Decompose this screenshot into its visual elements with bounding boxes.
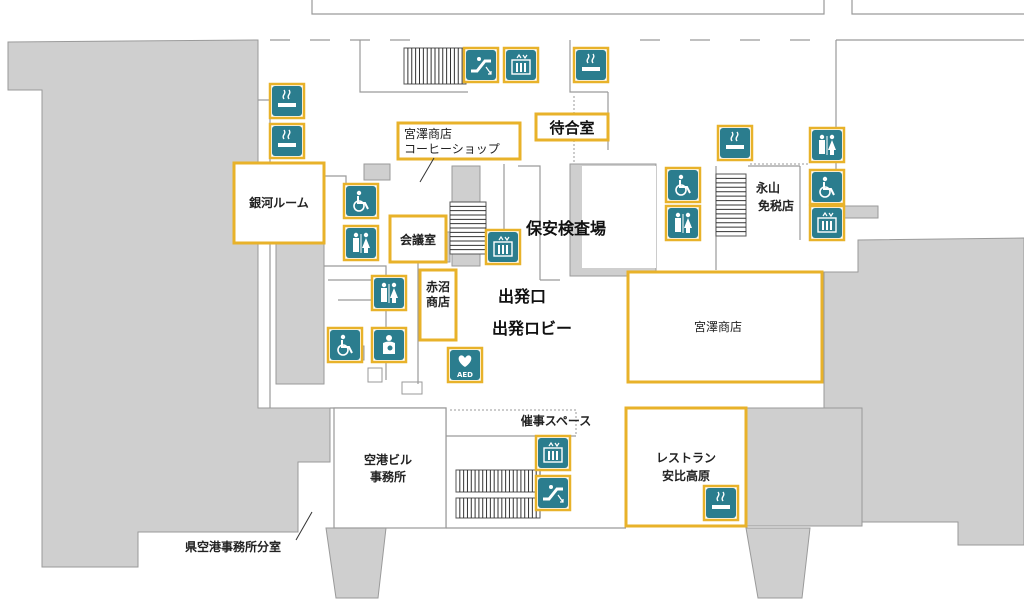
- bottom-pillar-right: [745, 527, 811, 599]
- facility-icons: AED: [268, 46, 846, 522]
- label-machiai: 待合室: [549, 119, 594, 137]
- label-restaurant-1: レストラン: [656, 451, 716, 465]
- label-restaurant-2: 安比高原: [662, 468, 710, 483]
- escalator-icon: [462, 46, 500, 84]
- label-shuppatsu-lobby: 出発ロビー: [492, 319, 572, 338]
- smoking-icon: [268, 82, 306, 120]
- escalator-icon: [534, 474, 572, 512]
- dotted-line-2: [450, 409, 577, 436]
- room-kaigi[interactable]: [388, 214, 448, 264]
- elevator-icon: [534, 434, 572, 472]
- toilet-icon: [370, 274, 408, 312]
- wheelchair-icon: [664, 166, 702, 204]
- pillar-small-5: [401, 381, 423, 395]
- wheelchair-icon: [342, 182, 380, 220]
- wheelchair-icon: [808, 168, 846, 206]
- security-white-inner: [582, 166, 656, 268]
- smoking-icon: [716, 124, 754, 162]
- label-nagayama-1: 永山: [755, 180, 780, 195]
- aed-icon: AED: [446, 346, 484, 384]
- stairs-center: [449, 201, 487, 255]
- labels: 銀河ルーム 待合室 宮澤商店 コーヒーショップ 会議室 赤沼 商店 保安検査場 …: [185, 119, 794, 554]
- smoking-icon: [572, 46, 610, 84]
- label-miyazawa-coffee-1: 宮澤商店: [404, 126, 452, 141]
- stairs-bottom-2: [455, 497, 541, 519]
- elevator-icon: [484, 228, 522, 266]
- pointer-ken-office: [295, 511, 313, 541]
- right-lower-block: [745, 407, 863, 527]
- pillar-small-6: [367, 367, 383, 383]
- label-nagayama-2: 免税店: [758, 198, 794, 213]
- label-kaigi: 会議室: [400, 232, 436, 247]
- elevator-icon: [808, 204, 846, 242]
- toilet-icon: [342, 224, 380, 262]
- room-miyazawa-coffee[interactable]: [396, 121, 522, 161]
- label-ken-office: 県空港事務所分室: [185, 539, 281, 554]
- label-ginga: 銀河ルーム: [248, 195, 309, 210]
- aed-icon-text: AED: [457, 371, 473, 379]
- room-miyazawa-shop[interactable]: [626, 270, 824, 384]
- toilet-icon: [808, 126, 846, 164]
- label-kuko-building-1: 空港ビル: [364, 452, 412, 467]
- label-akanuma-2: 商店: [426, 294, 450, 309]
- label-shuppatsu-guchi: 出発口: [498, 287, 546, 306]
- label-akanuma-1: 赤沼: [426, 279, 450, 294]
- elevator-icon: [502, 46, 540, 84]
- label-miyazawa-shop: 宮澤商店: [694, 319, 742, 334]
- stairs-top: [403, 47, 467, 85]
- wheelchair-icon: [326, 326, 364, 364]
- left-inner-column: [275, 243, 325, 385]
- room-ginga[interactable]: [232, 161, 326, 245]
- rooms: [232, 112, 824, 528]
- pillar-small-1: [363, 163, 391, 181]
- stairs: [403, 47, 747, 519]
- room-machiai[interactable]: [534, 112, 610, 142]
- room-kuko-building[interactable]: [333, 407, 447, 529]
- smoking-icon: [268, 122, 306, 160]
- nursing-icon: [370, 326, 408, 364]
- label-saiji: 催事スペース: [521, 413, 592, 428]
- label-hoan: 保安検査場: [525, 219, 606, 238]
- label-miyazawa-coffee-2: コーヒーショップ: [404, 142, 500, 156]
- room-akanuma[interactable]: [418, 268, 458, 342]
- bottom-pillar-left: [325, 527, 387, 599]
- stairs-right: [715, 173, 747, 237]
- stairs-bottom-1: [455, 469, 541, 493]
- smoking-icon: [702, 484, 740, 522]
- toilet-icon: [664, 204, 702, 242]
- pointer-coffee: [419, 157, 435, 183]
- label-kuko-building-2: 事務所: [370, 469, 406, 484]
